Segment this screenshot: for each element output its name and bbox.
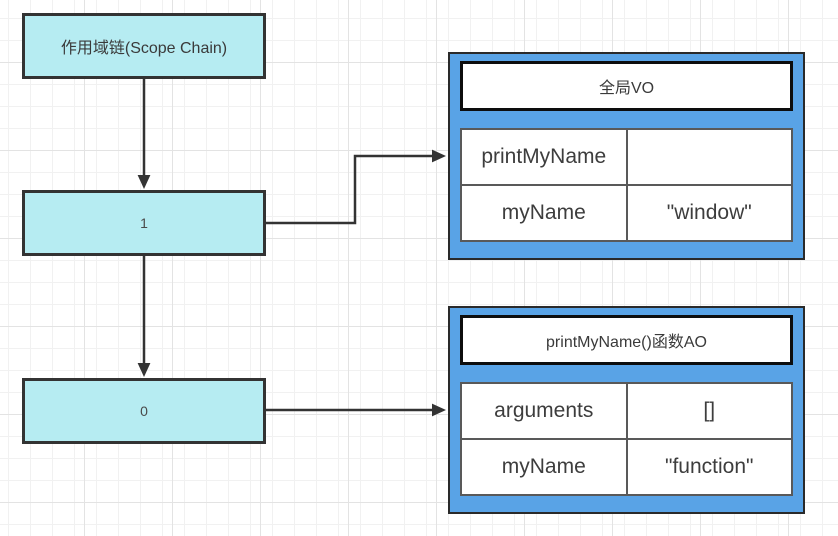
cell-value: "window"	[625, 184, 793, 242]
node-scope-chain[interactable]: 作用域链(Scope Chain)	[22, 13, 266, 79]
arrowhead-down-icon	[137, 175, 151, 189]
table-title-text: printMyName()函数AO	[546, 334, 707, 351]
cell-key: printMyName	[460, 128, 628, 186]
node-index-1[interactable]: 1	[22, 190, 266, 256]
table-title-text: 全局VO	[598, 80, 655, 97]
table-global-vo-title: 全局VO	[460, 61, 793, 111]
table-row: printMyName	[460, 128, 793, 186]
table-function-ao[interactable]: printMyName()函数AO arguments [] myName "f…	[448, 306, 805, 514]
table-row: myName "function"	[460, 438, 793, 496]
arrow-elbow-line[interactable]	[266, 154, 433, 225]
table-function-ao-grid: arguments [] myName "function"	[460, 382, 793, 496]
arrowhead-right-icon	[432, 403, 446, 417]
node-index-0[interactable]: 0	[22, 378, 266, 444]
table-function-ao-title: printMyName()函数AO	[460, 315, 793, 365]
table-row: arguments []	[460, 382, 793, 440]
arrow-index1-to-global-vo[interactable]	[266, 149, 446, 225]
cell-value	[625, 128, 793, 186]
node-scope-chain-label: 作用域链(Scope Chain)	[60, 40, 228, 57]
cell-key: arguments	[460, 382, 628, 440]
table-row: myName "window"	[460, 184, 793, 242]
arrow-scope-to-index1[interactable]	[137, 79, 151, 189]
table-global-vo[interactable]: 全局VO printMyName myName "window"	[448, 52, 805, 260]
arrow-index1-to-index0[interactable]	[137, 256, 151, 377]
node-index-1-label: 1	[140, 215, 148, 231]
arrowhead-down-icon	[137, 363, 151, 377]
node-index-0-label: 0	[140, 403, 148, 419]
cell-key: myName	[460, 438, 628, 496]
cell-value: []	[625, 382, 793, 440]
table-global-vo-grid: printMyName myName "window"	[460, 128, 793, 242]
cell-value: "function"	[625, 438, 793, 496]
cell-key: myName	[460, 184, 628, 242]
arrow-index0-to-function-ao[interactable]	[266, 403, 446, 417]
arrowhead-right-icon	[432, 149, 446, 163]
